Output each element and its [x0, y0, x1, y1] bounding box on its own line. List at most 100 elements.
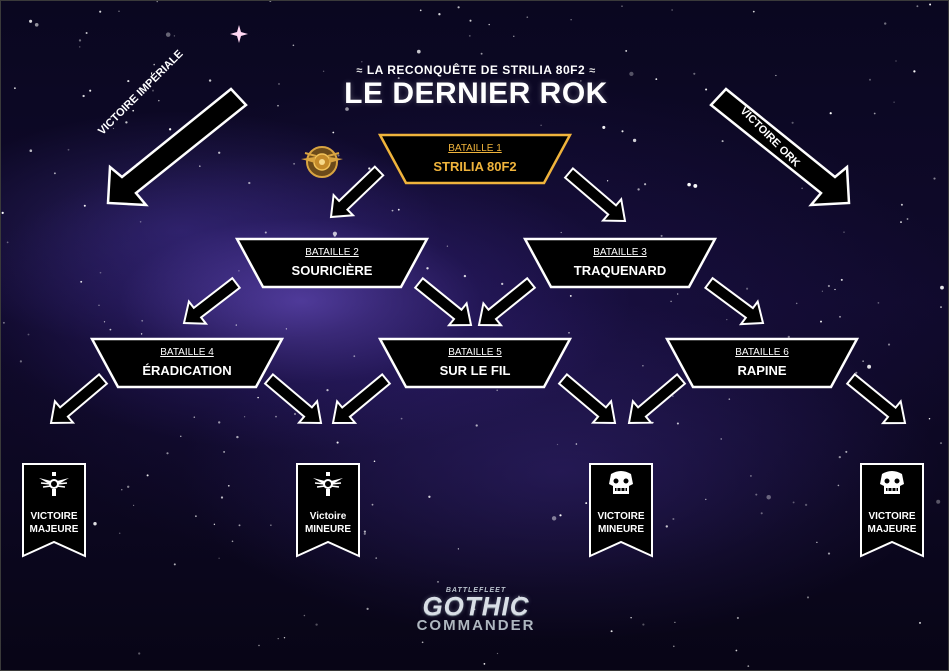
star [621, 130, 624, 133]
arrow-b4-to-minor [263, 372, 323, 425]
battle-6-node[interactable]: BATAILLE 6 RAPINE [665, 337, 859, 389]
star [428, 495, 431, 498]
star [231, 540, 234, 543]
star [483, 663, 486, 665]
star [676, 422, 679, 425]
banner-line-1: VICTOIRE [868, 511, 916, 522]
star [869, 78, 871, 81]
star [103, 321, 106, 323]
star [821, 290, 824, 292]
star [827, 552, 831, 555]
battle-5-node[interactable]: BATAILLE 5 SUR LE FIL [378, 337, 572, 389]
star [496, 389, 499, 392]
star [867, 364, 872, 369]
ork-skull-icon [609, 471, 633, 494]
logo-line-3: COMMANDER [416, 617, 536, 634]
star [728, 398, 731, 400]
ork-skull-icon [880, 471, 904, 494]
imperial-aquila-icon [313, 472, 343, 496]
star [792, 501, 795, 504]
star [834, 288, 836, 291]
star [570, 19, 572, 21]
star [468, 35, 471, 37]
star [238, 270, 240, 272]
star [419, 9, 422, 12]
logo-line-2: GOTHIC [422, 591, 530, 621]
star [463, 274, 467, 278]
arrow-b3-to-b5 [477, 276, 537, 327]
star [235, 324, 237, 326]
star [746, 287, 749, 290]
star [939, 442, 943, 445]
star [672, 395, 674, 397]
star [775, 74, 777, 77]
battle-1-shape [378, 133, 572, 185]
battle-2-node[interactable]: BATAILLE 2 SOURICIÈRE [235, 237, 429, 289]
star [27, 333, 30, 336]
star [895, 60, 897, 62]
star [816, 541, 818, 543]
star [820, 320, 822, 323]
star [610, 630, 613, 633]
ork-victory-arrow [709, 87, 851, 207]
star [804, 503, 808, 507]
star [693, 72, 696, 75]
star [368, 167, 371, 170]
star [791, 121, 794, 124]
star [705, 498, 707, 501]
star [488, 23, 490, 26]
star [275, 415, 277, 418]
star [721, 140, 724, 143]
battle-2-name: SOURICIÈRE [291, 263, 373, 278]
star [293, 162, 296, 165]
star [540, 124, 542, 127]
star [559, 514, 562, 517]
star [839, 315, 841, 318]
star [873, 112, 876, 115]
star [2, 321, 5, 324]
star [371, 503, 374, 506]
battle-5-label: BATAILLE 5 [448, 347, 502, 358]
star [53, 172, 56, 175]
star [473, 608, 476, 611]
star [99, 10, 102, 13]
star [166, 452, 169, 455]
arrow-b5-to-minor-ork [557, 372, 617, 425]
star [787, 335, 790, 339]
battle-3-name: TRAQUENARD [573, 263, 667, 278]
campaign-subtitle: ≈LA RECONQUÊTE DE STRILIA 80F2≈ [331, 63, 621, 77]
star [193, 416, 196, 418]
star [752, 10, 755, 13]
star [400, 417, 403, 420]
banner-line-2: MAJEURE [29, 524, 79, 535]
star [916, 5, 919, 8]
battle-4-node[interactable]: BATAILLE 4 ÉRADICATION [90, 337, 284, 389]
star [940, 285, 944, 290]
star [526, 16, 529, 19]
star [363, 530, 366, 533]
star [277, 104, 279, 107]
star [446, 245, 449, 247]
battle-1-node[interactable]: BATAILLE 1 STRILIA 80F2 [378, 133, 572, 185]
star [551, 516, 557, 521]
star [152, 89, 154, 92]
star [218, 151, 221, 154]
star [243, 416, 246, 418]
battle-3-node[interactable]: BATAILLE 3 TRAQUENARD [523, 237, 717, 289]
star [332, 131, 335, 134]
star [127, 485, 130, 488]
star [89, 89, 92, 92]
battle-6-label: BATAILLE 6 [735, 347, 789, 358]
star [99, 271, 102, 274]
star [132, 109, 135, 112]
star [877, 302, 880, 304]
star [928, 418, 931, 420]
star [933, 177, 936, 180]
